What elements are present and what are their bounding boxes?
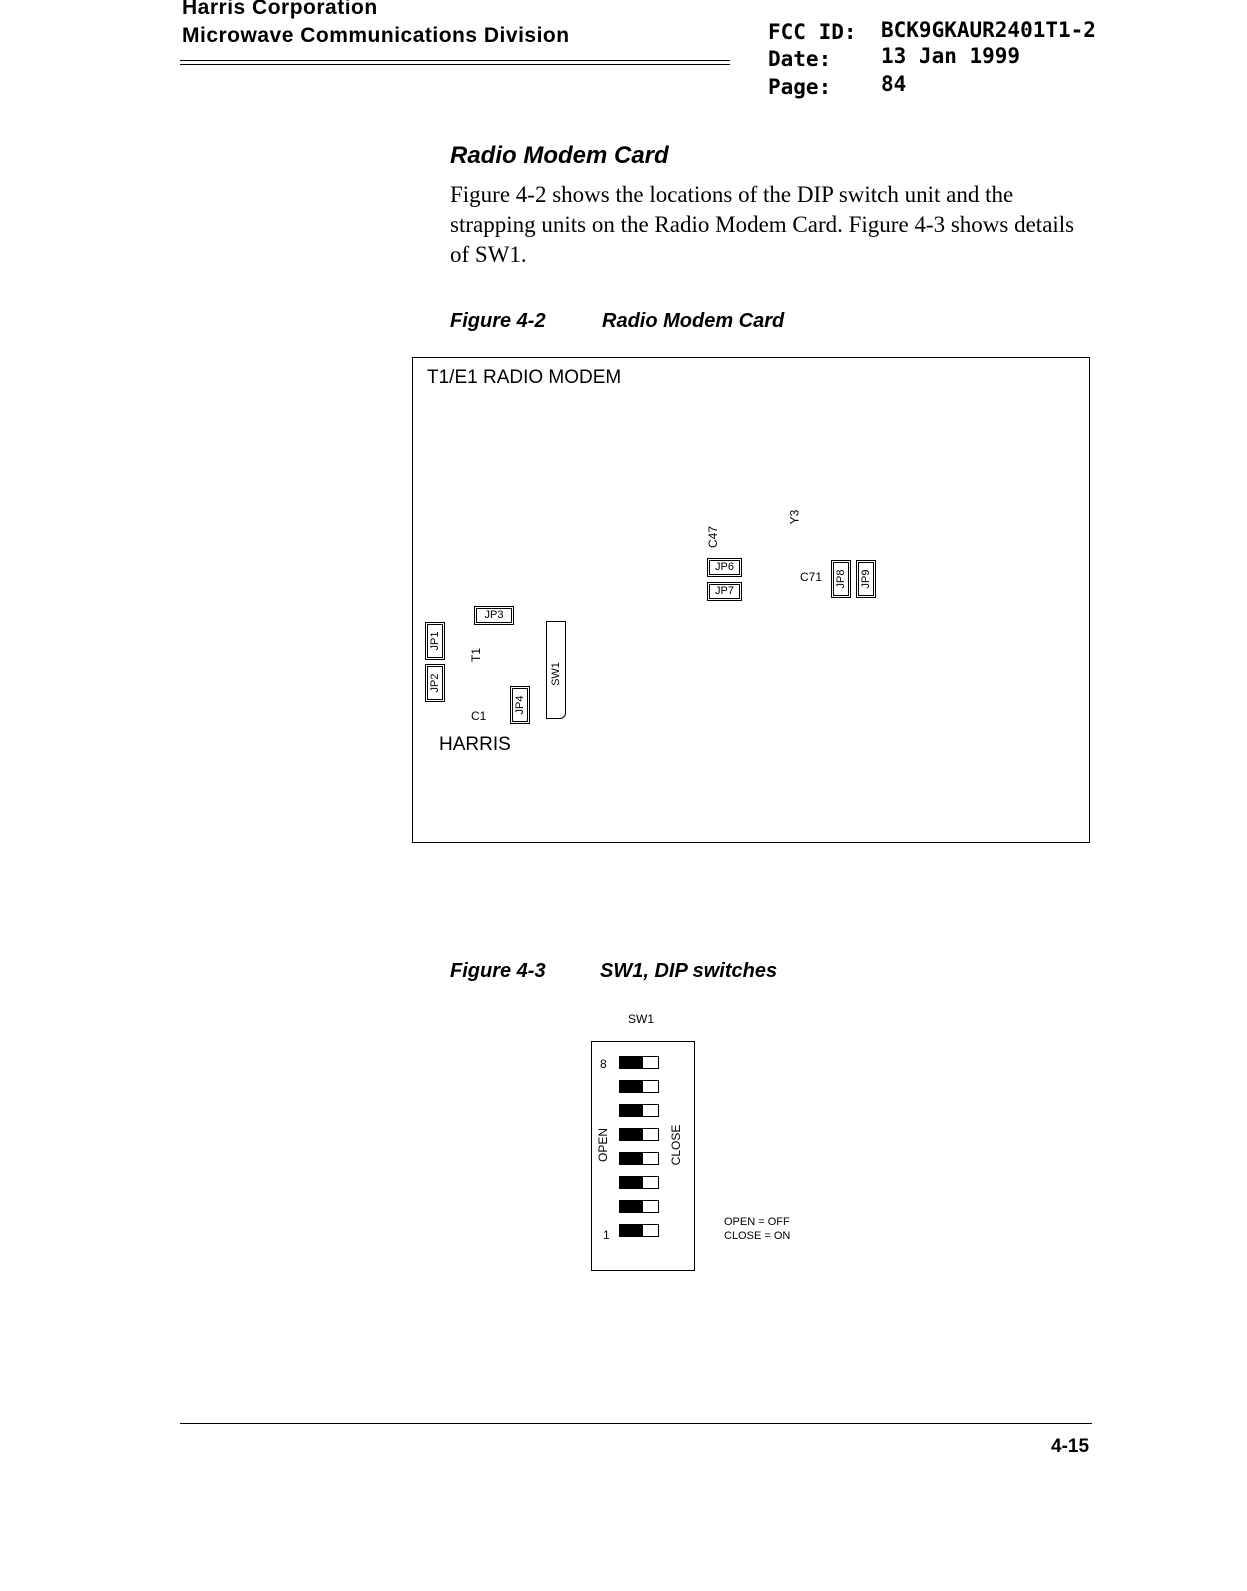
capacitor-c47-label: C47	[706, 525, 721, 549]
date-value: 13 Jan 1999	[881, 44, 1021, 68]
company-name: Harris Corporation	[182, 0, 378, 19]
dip-switch-4	[619, 1152, 659, 1165]
figure-2-number: Figure 4-2	[450, 310, 546, 332]
dip-switch-6	[619, 1104, 659, 1117]
harris-logo-text: HARRIS	[439, 734, 511, 755]
dip-switch-5	[619, 1128, 659, 1141]
dip-switch-1	[619, 1224, 659, 1237]
jumper-jp7: JP7	[707, 582, 742, 601]
dip-switch-title: SW1	[628, 1012, 655, 1026]
radio-modem-board: T1/E1 RADIO MODEM JP3 JP1 JP2 T1 JP4 C1 …	[412, 357, 1090, 843]
jumper-jp2: JP2	[425, 664, 445, 702]
dip-switch-3	[619, 1176, 659, 1189]
jumper-jp1: JP1	[425, 622, 445, 660]
close-side-label: CLOSE	[669, 1124, 683, 1166]
dip-switch-2	[619, 1200, 659, 1213]
legend-open: OPEN = OFF	[724, 1216, 790, 1228]
page-label: Page:	[768, 75, 832, 99]
transformer-t1-label: T1	[469, 647, 484, 663]
capacitor-c1-label: C1	[471, 709, 487, 723]
dip-switch-block: 8 1 OPEN CLOSE	[591, 1041, 695, 1271]
jumper-jp9: JP9	[856, 560, 876, 598]
date-label: Date:	[768, 47, 832, 71]
figure-3-number: Figure 4-3	[450, 960, 546, 982]
open-side-label: OPEN	[596, 1128, 610, 1163]
fcc-id-label: FCC ID:	[768, 20, 857, 44]
dip-switch-legend: OPEN = OFF CLOSE = ON	[724, 1215, 790, 1243]
legend-close: CLOSE = ON	[724, 1230, 791, 1242]
header-rule-lower	[180, 64, 730, 65]
figure-2-caption: Radio Modem Card	[602, 310, 785, 332]
dip-switch-8	[619, 1056, 659, 1069]
header-rule	[180, 60, 730, 61]
sw1-switch-unit: SW1	[546, 621, 566, 719]
jumper-jp3: JP3	[474, 606, 514, 625]
crystal-y3-label: Y3	[787, 509, 802, 525]
capacitor-c71-label: C71	[800, 570, 823, 584]
fcc-id-value: BCK9GKAUR2401T1-2	[881, 18, 1096, 42]
division-name: Microwave Communications Division	[182, 24, 570, 47]
body-paragraph: Figure 4-2 shows the locations of the DI…	[450, 182, 1075, 267]
section-title: Radio Modem Card	[450, 142, 669, 169]
jumper-jp8: JP8	[831, 560, 851, 598]
page-value: 84	[881, 72, 907, 96]
figure-3-caption: SW1, DIP switches	[600, 960, 778, 982]
dip-switch-7	[619, 1080, 659, 1093]
page-number: 4-15	[1051, 1436, 1090, 1457]
footer-rule	[180, 1423, 1092, 1424]
switch-number-bottom: 1	[603, 1228, 610, 1242]
jumper-jp6: JP6	[707, 558, 742, 577]
switch-number-top: 8	[600, 1057, 607, 1071]
board-title: T1/E1 RADIO MODEM	[427, 367, 622, 388]
jumper-jp4: JP4	[510, 686, 530, 724]
